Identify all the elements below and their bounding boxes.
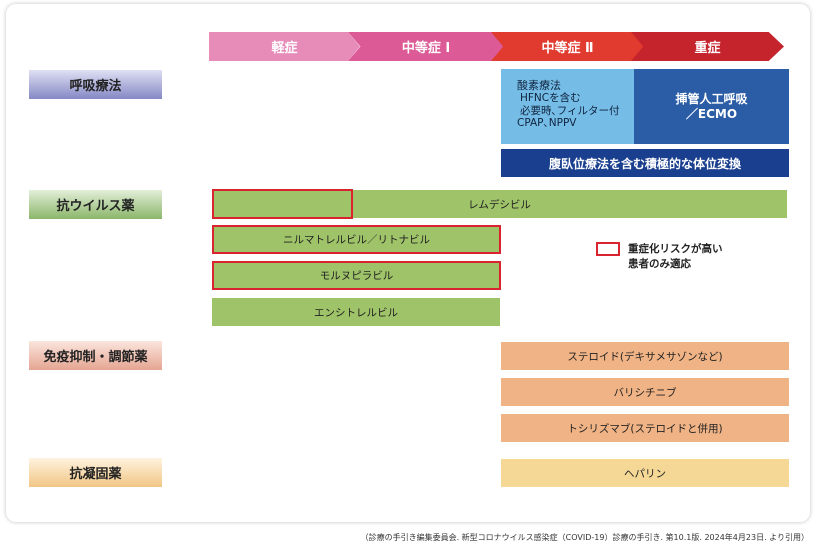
molnupiravir-bar: モルヌピラビル xyxy=(212,261,501,290)
nirmatrelvir-ritonavir-bar: ニルマトレルビル／リトナビル xyxy=(212,225,501,254)
prone-positioning-bar: 腹臥位療法を含む積極的な体位変換 xyxy=(501,149,789,177)
source-citation: （診療の手引き編集委員会. 新型コロナウイルス感染症（COVID-19）診療の手… xyxy=(360,533,809,542)
oxygen-therapy-line1: HFNCを含む xyxy=(520,92,581,104)
legend-line1: 重症化リスクが高い xyxy=(628,243,723,255)
high-risk-legend-swatch xyxy=(596,242,620,256)
stage-severe-label: 重症 xyxy=(694,41,721,56)
category-respiratory: 呼吸療法 xyxy=(29,70,162,99)
category-immunomodulator: 免疫抑制・調節薬 xyxy=(29,341,162,370)
oxygen-therapy-line2: 必要時､フィルター付 xyxy=(520,104,620,117)
stage-moderate-1: 中等症 Ⅰ xyxy=(348,32,504,61)
stage-moderate-1-label: 中等症 Ⅰ xyxy=(401,41,451,56)
high-risk-legend-text: 重症化リスクが高い 患者のみ適応 xyxy=(628,242,723,272)
legend-line2: 患者のみ適応 xyxy=(628,258,691,270)
stage-mild: 軽症 xyxy=(209,32,360,61)
stage-moderate-2: 中等症 Ⅱ xyxy=(491,32,644,61)
oxygen-therapy-box: 酸素療法 HFNCを含む 必要時､フィルター付 CPAP､NPPV xyxy=(501,69,634,144)
category-anticoagulant: 抗凝固薬 xyxy=(29,458,162,487)
heparin-bar: ヘパリン xyxy=(501,459,789,487)
intubation-line2: ／ECMO xyxy=(685,106,738,121)
stage-mild-label: 軽症 xyxy=(271,41,298,56)
oxygen-therapy-title: 酸素療法 xyxy=(517,79,561,92)
oxygen-therapy-line3: CPAP､NPPV xyxy=(517,117,577,129)
remdesivir-high-risk-marker xyxy=(212,189,353,219)
stage-severe: 重症 xyxy=(631,32,784,61)
category-antiviral: 抗ウイルス薬 xyxy=(29,190,162,219)
intubation-box: 挿管人工呼吸 ／ECMO xyxy=(634,69,789,144)
intubation-line1: 挿管人工呼吸 xyxy=(675,91,748,106)
remdesivir-bar: レムデシビル xyxy=(212,190,787,218)
ensitrelvir-bar: エンシトレルビル xyxy=(212,298,500,326)
steroid-bar: ステロイド(デキサメサゾンなど) xyxy=(501,342,789,370)
stage-moderate-2-label: 中等症 Ⅱ xyxy=(541,41,594,56)
tocilizumab-bar: トシリズマブ(ステロイドと併用) xyxy=(501,414,789,442)
baricitinib-bar: バリシチニブ xyxy=(501,378,789,406)
